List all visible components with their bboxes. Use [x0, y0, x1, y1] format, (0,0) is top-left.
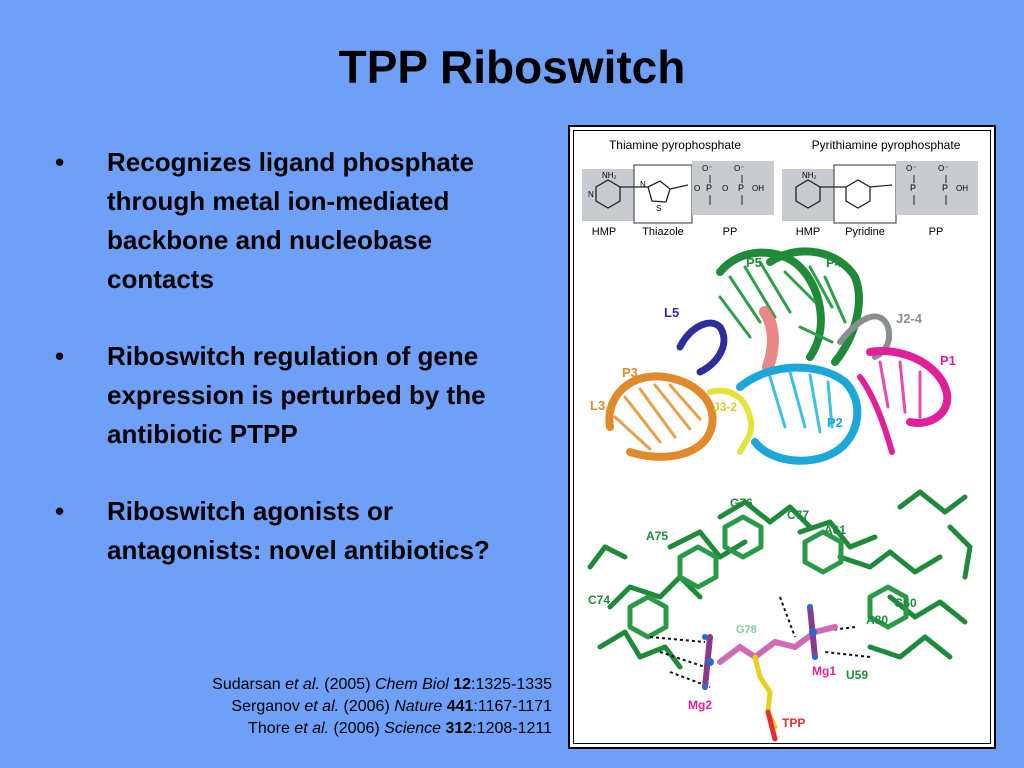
ominus-label: O⁻ [734, 164, 744, 173]
bullet-text: Recognizes ligand phosphate through meta… [107, 147, 474, 294]
label-l5: L5 [664, 305, 679, 320]
bullet-list: • Recognizes ligand phosphate through me… [55, 143, 525, 608]
label-p2: P2 [827, 415, 843, 430]
ref-journal: Chem Biol [374, 676, 449, 693]
figure-svg: Thiamine pyrophosphate Pyrithiamine pyro… [582, 138, 978, 742]
ribbon-structure [605, 247, 952, 465]
hmp-box-left [582, 169, 634, 221]
ref-etal: et al. [285, 676, 320, 693]
bullet-marker: • [55, 496, 65, 526]
ref-pages: :1167-1171 [473, 698, 552, 715]
pyrimidine-ring-right [795, 179, 821, 209]
hmp-label-left: HMP [592, 226, 616, 238]
ref-volume: 12 [453, 676, 472, 693]
ref-volume: 441 [446, 698, 474, 715]
mg1-ion [809, 628, 817, 636]
nh2-label-left: NH₂ [602, 171, 617, 180]
ominus-label: O⁻ [938, 164, 948, 173]
pyridine-box [833, 164, 897, 224]
ref-journal: Science [384, 720, 442, 737]
label-j2-4: J2-4 [896, 311, 923, 326]
pp-box-left [692, 161, 774, 215]
o-label: O [694, 184, 700, 193]
thiazole-ring [647, 180, 671, 203]
label-mg1: Mg1 [812, 664, 836, 678]
ref-etal: et al. [304, 698, 340, 715]
label-tpp: TPP [782, 716, 805, 730]
label-g76: G76 [730, 496, 753, 510]
thiazole-box [633, 164, 693, 224]
chem-title-right: Pyrithiamine pyrophosphate [812, 138, 961, 152]
reference-line: Sudarsan et al. (2005) Chem Biol 12:1325… [212, 674, 552, 696]
pp-box-right [896, 161, 978, 215]
bullet-item: • Riboswitch regulation of gene expressi… [55, 337, 525, 454]
slide-title: TPP Riboswitch [338, 41, 686, 93]
references: Sudarsan et al. (2005) Chem Biol 12:1325… [212, 674, 552, 740]
hmp-label-right: HMP [796, 226, 820, 238]
s-label: S [656, 204, 661, 213]
label-p5: P5 [746, 255, 762, 270]
riboswitch-figure: Thiamine pyrophosphate Pyrithiamine pyro… [568, 125, 996, 749]
ref-year: (2006) [343, 698, 390, 715]
binding-pocket [587, 489, 973, 670]
o-label: O [722, 184, 728, 193]
label-a61: A61 [824, 523, 846, 537]
bullet-text: Riboswitch agonists or antagonists: nove… [107, 496, 490, 565]
n-plus-label: N [640, 180, 646, 189]
ref-year: (2005) [324, 676, 371, 693]
ref-volume: 312 [445, 720, 473, 737]
pp-label-left: PP [723, 226, 738, 238]
reference-line: Serganov et al. (2006) Nature 441:1167-1… [212, 696, 552, 718]
bullet-item: • Recognizes ligand phosphate through me… [55, 143, 525, 299]
label-mg2: Mg2 [688, 698, 712, 712]
label-c77: C77 [787, 508, 809, 522]
ref-author: Sudarsan [212, 676, 281, 693]
pp-label-right: PP [929, 226, 944, 238]
label-l3: L3 [590, 398, 605, 413]
oh-label: OH [956, 184, 968, 193]
pyridine-label: Pyridine [845, 226, 885, 238]
p-label: P [706, 183, 712, 193]
p-label: P [910, 183, 916, 193]
bullet-marker: • [55, 147, 65, 177]
ref-etal: et al. [294, 720, 329, 737]
reference-line: Thore et al. (2006) Science 312:1208-121… [212, 718, 552, 740]
pyridine-ring [845, 179, 871, 209]
ref-journal: Nature [394, 698, 443, 715]
label-a75: A75 [646, 529, 668, 543]
ref-pages: :1325-1335 [471, 676, 552, 693]
p-label: P [942, 183, 948, 193]
label-j3-2: J3-2 [713, 400, 737, 414]
n-label: N [588, 190, 594, 199]
chem-title-left: Thiamine pyrophosphate [609, 138, 741, 152]
p-label: P [738, 183, 744, 193]
bullet-item: • Riboswitch agonists or antagonists: no… [55, 492, 525, 570]
oh-label: OH [752, 184, 764, 193]
label-g78: G78 [736, 624, 757, 636]
label-g60: G60 [894, 596, 917, 610]
ref-author: Serganov [231, 698, 300, 715]
label-a80: A80 [866, 613, 888, 627]
label-p1: P1 [940, 353, 956, 368]
pyrimidine-ring-left [595, 179, 621, 209]
thiazole-label: Thiazole [642, 226, 684, 238]
label-p3: P3 [622, 365, 638, 380]
bullet-text: Riboswitch regulation of gene expression… [107, 341, 486, 449]
hmp-box-right [782, 169, 834, 221]
label-u59: U59 [846, 668, 868, 682]
bullet-marker: • [55, 341, 65, 371]
nh2-label-right: NH₂ [802, 171, 817, 180]
ominus-label: O⁻ [906, 164, 916, 173]
label-p4: P4 [826, 255, 843, 270]
mg2-ion [706, 658, 714, 666]
ref-year: (2006) [333, 720, 380, 737]
ominus-label: O⁻ [702, 164, 712, 173]
label-c74: C74 [588, 593, 610, 607]
ref-pages: :1208-1211 [472, 720, 552, 737]
ref-author: Thore [248, 720, 290, 737]
